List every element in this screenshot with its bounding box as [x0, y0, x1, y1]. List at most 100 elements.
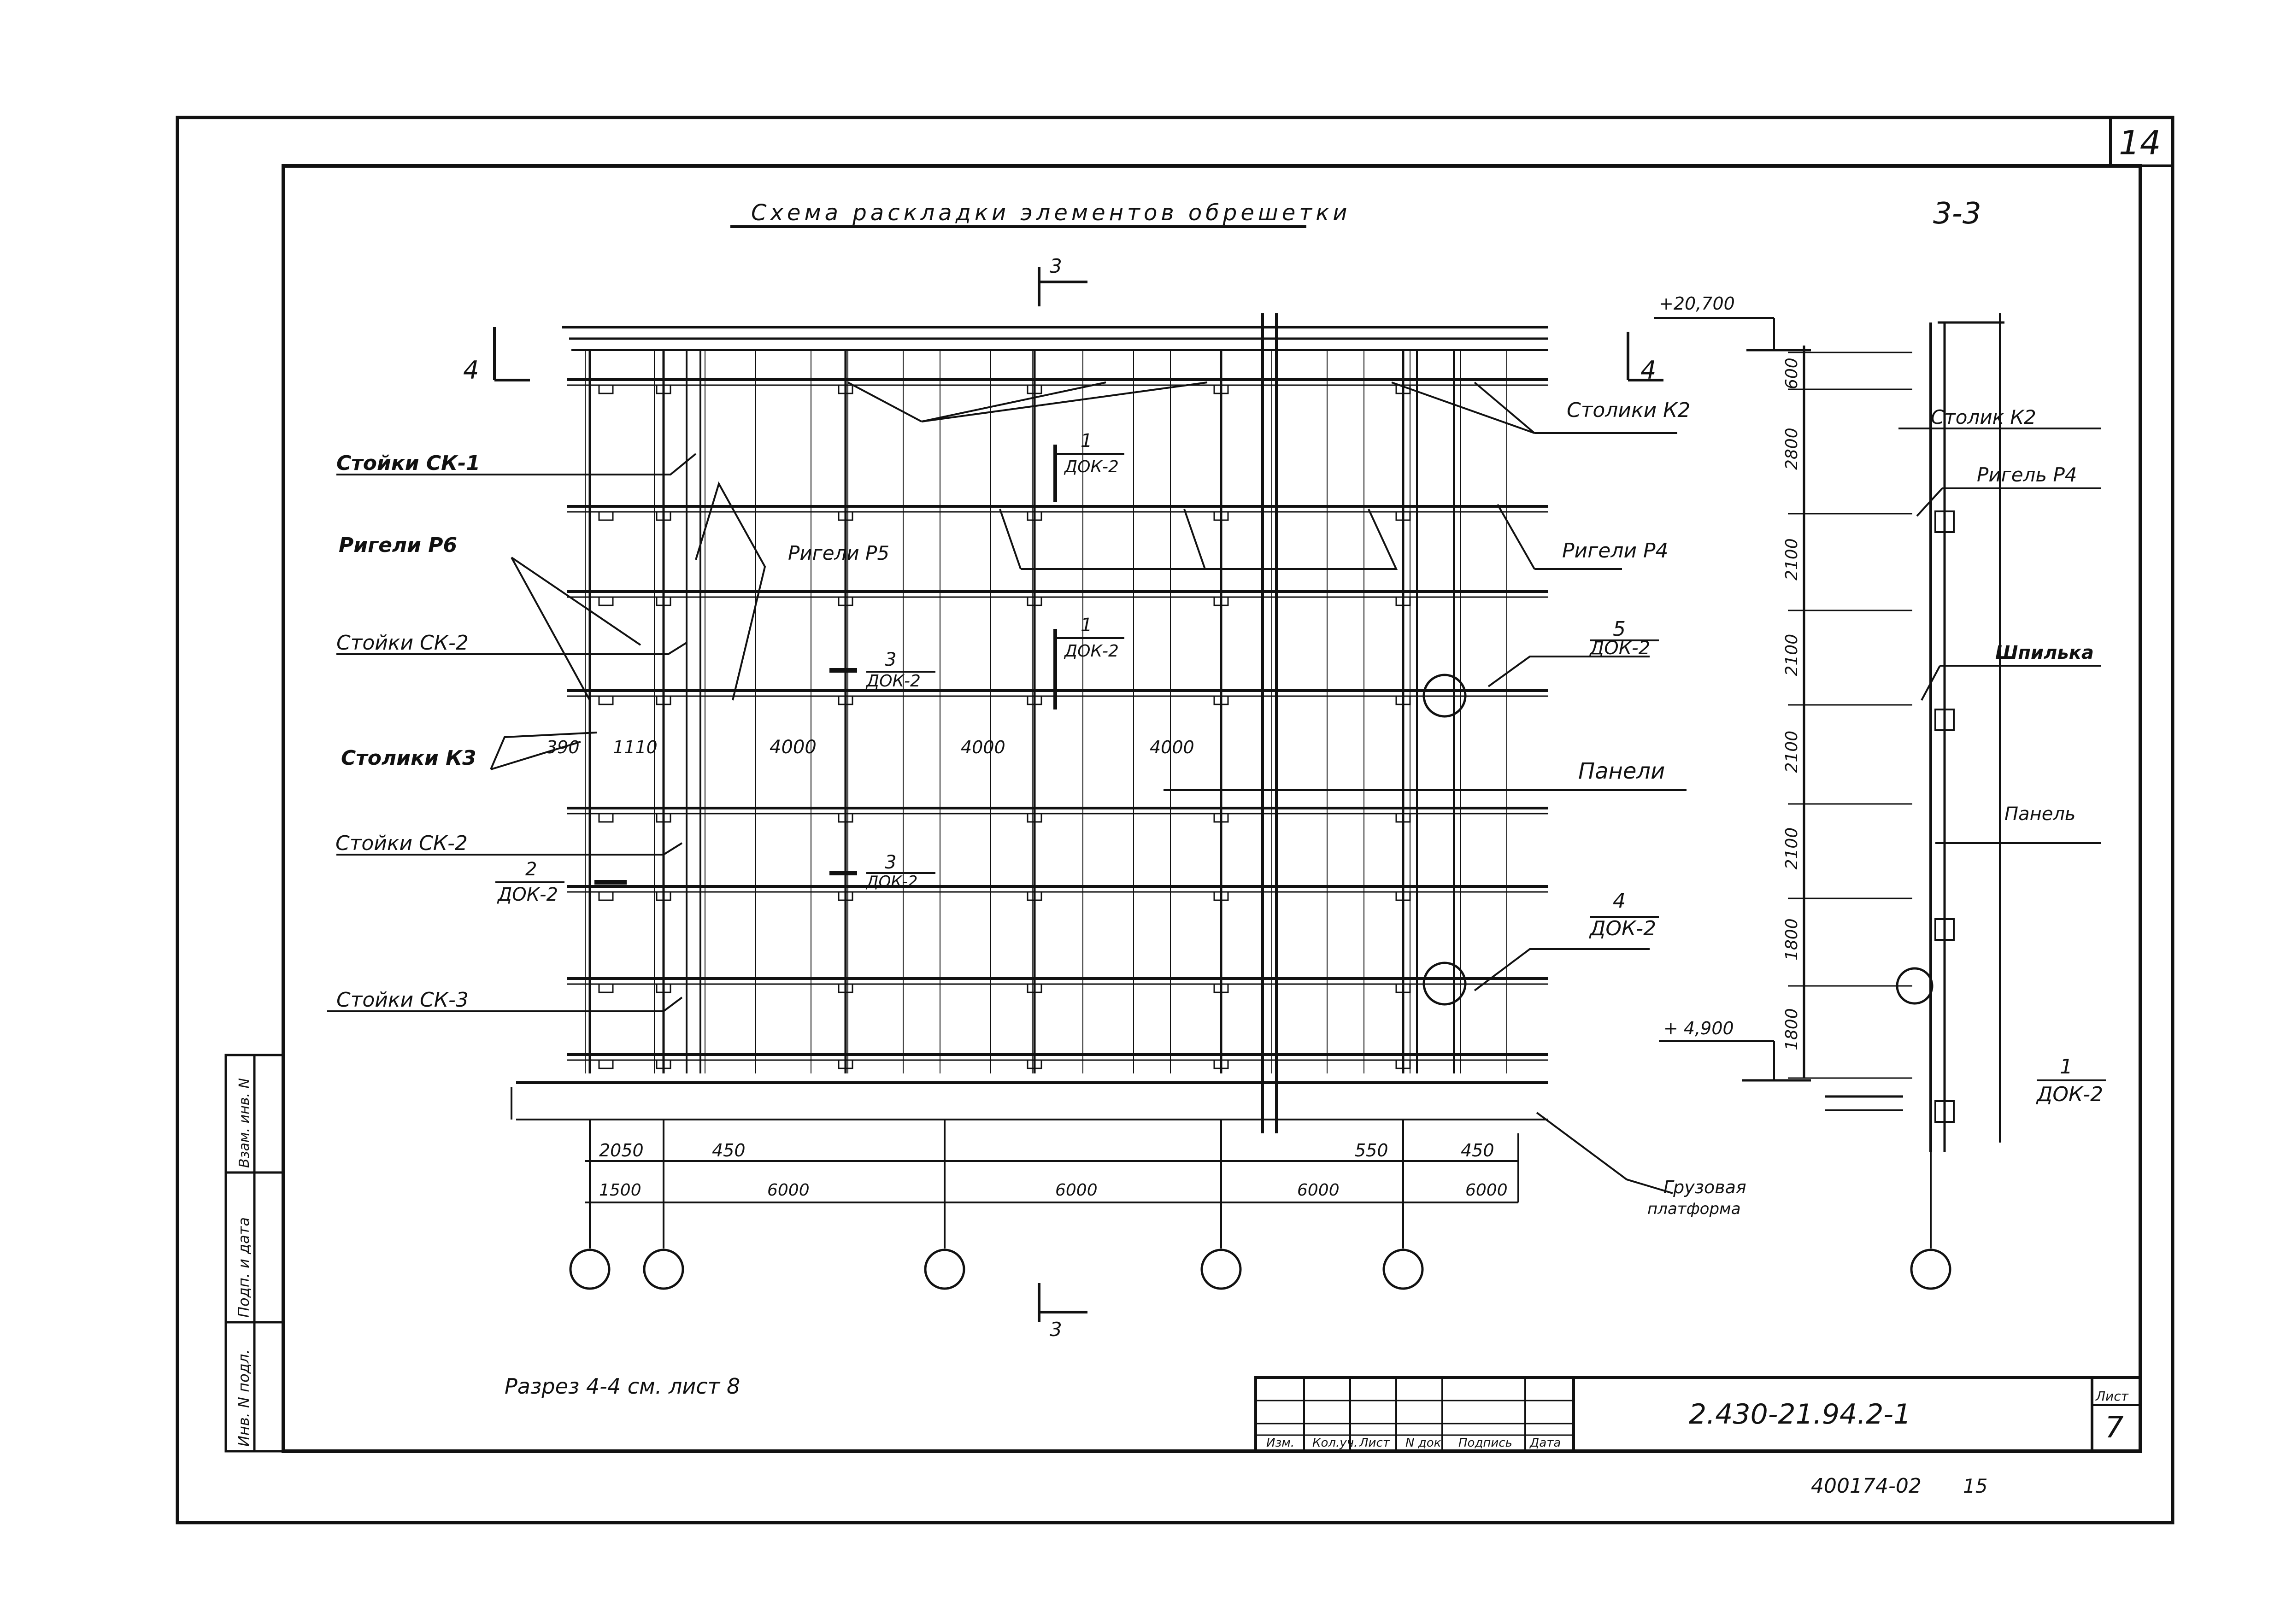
section-height-6: 2100: [1782, 827, 1801, 870]
detail-4-circle: [1422, 962, 1467, 1006]
cut-mark-4-right-label: 4: [1640, 356, 1656, 385]
console: [1395, 511, 1411, 521]
cut-mark-3-top-label: 3: [1050, 255, 1062, 277]
dimensions-bottom-1: 2050 450 550 450: [599, 1140, 1494, 1161]
side-stamp-vzam: Взам. инв. N: [236, 1078, 253, 1168]
section-elev-bottom: + 4,900: [1663, 1018, 1734, 1038]
drawing-title: Схема раскладки элементов обрешетки: [751, 200, 1351, 226]
console: [656, 813, 671, 823]
stamp-h-koluch: Кол.уч.: [1312, 1436, 1358, 1450]
dim-b1-2: 450: [712, 1140, 746, 1161]
console: [1027, 813, 1042, 823]
dim-b2-3: 6000: [1055, 1181, 1098, 1200]
dim-b2-5: 6000: [1465, 1181, 1508, 1200]
console: [838, 1059, 853, 1069]
cut-mark-4-left-label: 4: [463, 356, 479, 385]
console: [838, 695, 853, 705]
label-stoyki-sk3: Стойки СК-3: [336, 988, 469, 1012]
stamp-h-list: Лист: [1359, 1436, 1390, 1450]
console: [656, 384, 671, 394]
ref-4-num: 4: [1613, 889, 1626, 913]
console: [838, 511, 853, 521]
ref-3a-num: 3: [885, 649, 896, 670]
cut-mark-3-bottom: [1038, 1283, 1087, 1322]
dim-b1-3: 550: [1355, 1140, 1388, 1161]
console: [1213, 695, 1229, 705]
ref-4-doc: ДОК-2: [1589, 917, 1656, 940]
console: [1213, 384, 1229, 394]
stamp-h-podpis: Подпись: [1458, 1436, 1512, 1450]
console: [598, 384, 614, 394]
ref-5-num: 5: [1613, 617, 1626, 641]
console: [598, 695, 614, 705]
label-rigeli-r5: Ригели Р5: [788, 542, 889, 564]
section-height-4: 2100: [1782, 634, 1801, 676]
ref-1a-doc: ДОК-2: [1064, 457, 1119, 476]
section-shpilka: Шпилька: [1995, 642, 2094, 663]
sheet-number-top: 14: [2119, 123, 2161, 162]
detail-refs: 1 ДОК-2 1 ДОК-2 3 ДОК-2 2 ДОК-2 3 ДОК-2 …: [497, 430, 2103, 1106]
console: [1027, 1059, 1042, 1069]
console: [1395, 891, 1411, 901]
ref-3b-num: 3: [885, 852, 896, 873]
ref-3b-doc: ДОК-2: [865, 873, 917, 891]
console: [1213, 1059, 1229, 1069]
console: [1027, 596, 1042, 606]
console: [598, 511, 614, 521]
section-detail-circle: [1896, 967, 1934, 1005]
console: [598, 596, 614, 606]
section-console: [1934, 918, 1955, 941]
dim-mid-2: 1110: [613, 737, 658, 757]
dimensions-bottom-2: 1500 6000 6000 6000 6000: [599, 1181, 1508, 1200]
section-height-8: 1800: [1782, 1008, 1801, 1050]
section-note: Разрез 4-4 см. лист 8: [505, 1374, 740, 1399]
console: [656, 596, 671, 606]
axis-bubble: [1200, 1249, 1242, 1290]
dim-b2-4: 6000: [1297, 1181, 1340, 1200]
console: [838, 983, 853, 993]
cut-mark-3-bottom-label: 3: [1050, 1318, 1062, 1341]
console: [1213, 813, 1229, 823]
section-height-2: 2800: [1782, 428, 1801, 470]
console: [1027, 695, 1042, 705]
ref-2-doc: ДОК-2: [497, 884, 558, 905]
section-stolik-k2: Столик К2: [1931, 406, 2036, 428]
console: [1395, 813, 1411, 823]
console: [598, 1059, 614, 1069]
label-stoliki-k2: Столики К2: [1567, 399, 1690, 422]
label-platforma: платформа: [1647, 1200, 1741, 1218]
dim-b2-1: 1500: [599, 1181, 641, 1200]
stamp-list-num: 7: [2105, 1411, 2124, 1445]
facade-grid: [511, 313, 1548, 1290]
console: [1027, 891, 1042, 901]
axis-bubble: [643, 1249, 684, 1290]
ref-lines: [495, 445, 2106, 1081]
ref-1b-doc: ДОК-2: [1064, 642, 1119, 661]
dimensions-mid: 390 1110 4000 4000 4000: [546, 737, 1194, 758]
stamp-outer: [1254, 1376, 2142, 1453]
stamp-header-labels: Изм. Кол.уч. Лист N док. Подпись Дата: [1266, 1436, 1561, 1450]
label-stoyki-sk2-b: Стойки СК-2: [335, 832, 468, 855]
stamp-archive: 400174-02: [1811, 1474, 1922, 1498]
console: [1213, 596, 1229, 606]
ref-2-num: 2: [525, 859, 537, 880]
label-stoliki-k3: Столики К3: [341, 746, 476, 770]
section-axis-bubble: [1910, 1249, 1951, 1290]
label-gruzovaya: Грузовая: [1663, 1177, 1746, 1197]
console: [598, 891, 614, 901]
console: [1027, 384, 1042, 394]
stamp-h-data: Дата: [1529, 1436, 1561, 1450]
section-height-5: 2100: [1782, 731, 1801, 773]
section-3-3: [1654, 313, 2004, 1290]
console: [838, 596, 853, 606]
console: [838, 891, 853, 901]
section-elev-top: +20,700: [1659, 293, 1735, 314]
section-rigel-r4: Ригель Р4: [1977, 463, 2077, 486]
ref-1b-num: 1: [1081, 615, 1092, 636]
dim-b1-4: 450: [1461, 1140, 1494, 1161]
console: [1395, 695, 1411, 705]
dim-b1-1: 2050: [599, 1140, 644, 1161]
label-rigeli-r4: Ригели Р4: [1562, 539, 1669, 563]
label-stoyki-sk2-a: Стойки СК-2: [336, 631, 469, 655]
